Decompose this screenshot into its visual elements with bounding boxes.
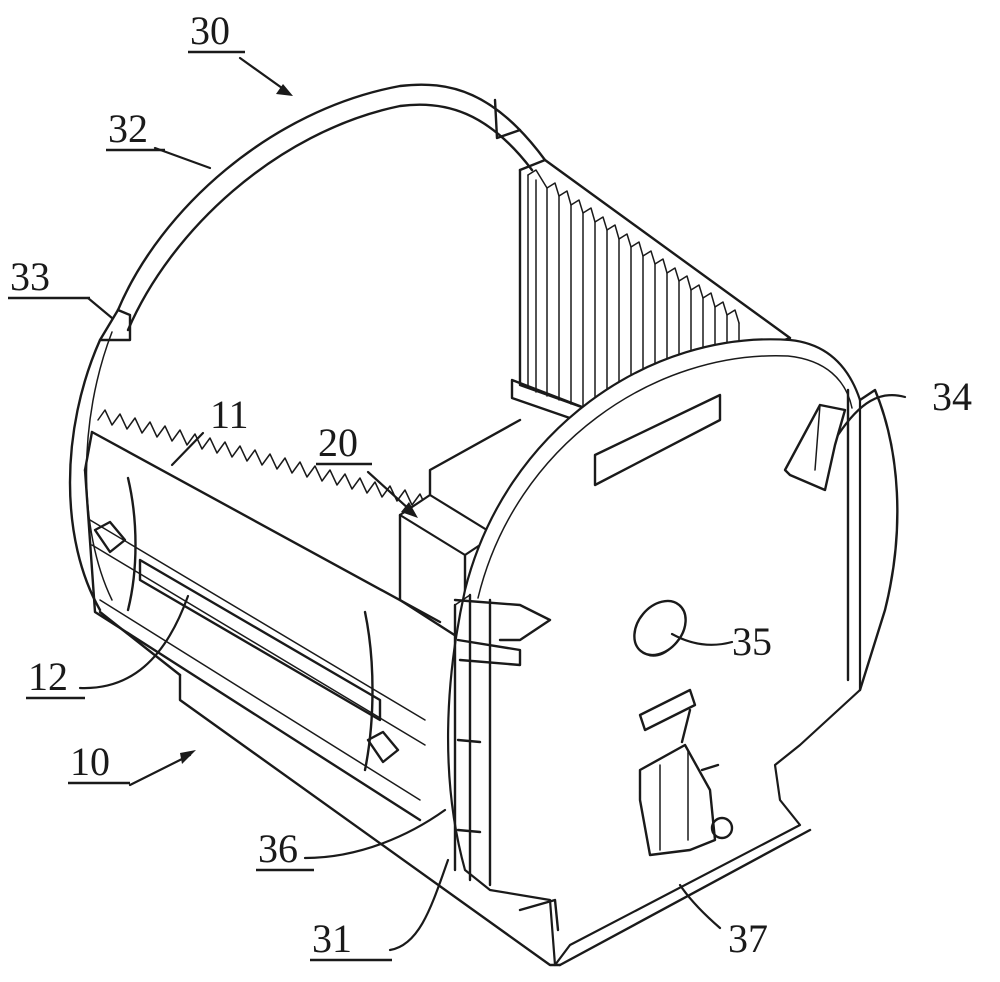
label-11: 11	[210, 392, 249, 437]
label-20: 20	[318, 420, 358, 465]
leader-lines	[78, 56, 907, 952]
label-12: 12	[28, 654, 68, 699]
label-36: 36	[258, 826, 298, 871]
lower-module-body	[83, 409, 562, 967]
label-34: 34	[932, 374, 972, 419]
label-35: 35	[732, 619, 772, 664]
front-end-plate	[446, 338, 899, 967]
label-10: 10	[70, 739, 110, 784]
label-32: 32	[108, 106, 148, 151]
label-31: 31	[312, 916, 352, 961]
label-33: 33	[10, 254, 50, 299]
heat-sink-fins	[510, 158, 792, 427]
label-30: 30	[190, 8, 230, 53]
reference-numerals: 30 32 33 11 20 34 35 12 10 36 31 37	[8, 8, 972, 962]
rear-ring-frame	[68, 83, 547, 612]
label-37: 37	[728, 916, 768, 961]
